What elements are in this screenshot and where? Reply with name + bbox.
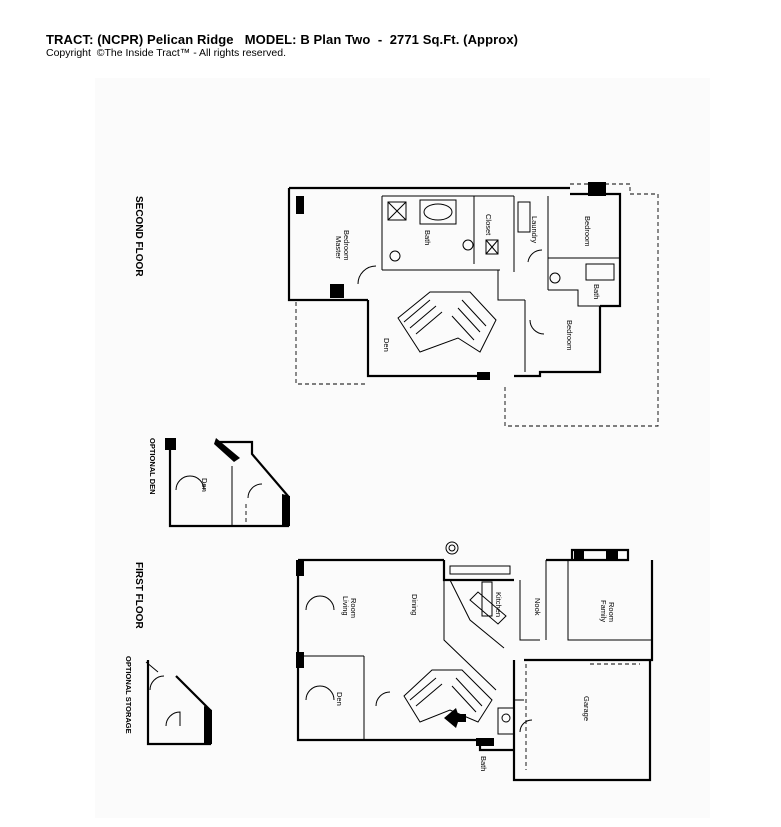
room-master-bath: Bath	[423, 230, 432, 245]
room-family-line1: Family	[599, 600, 608, 622]
room-dining: Dining	[410, 594, 419, 615]
label-second-floor: SECOND FLOOR	[133, 196, 144, 277]
room-master-line2: Bedroom	[342, 230, 351, 260]
first-floor-plan	[296, 541, 654, 782]
room-garage: Garage	[582, 696, 591, 721]
room-master-line1: Master	[334, 236, 343, 259]
room-kitchen: Kitchen	[494, 592, 503, 617]
room-nook: Nook	[533, 598, 542, 616]
room-laundry: Laundry	[530, 216, 539, 243]
room-living-line1: Living	[341, 596, 350, 616]
optional-storage-plan	[145, 660, 212, 746]
room-den-first: Den	[335, 692, 344, 706]
room-bedroom-2: Bedroom	[583, 216, 592, 246]
room-den-upper: Den	[382, 338, 391, 352]
optional-den-plan	[165, 438, 290, 528]
room-den-optional: Den	[200, 478, 209, 492]
room-bath-2: Bath	[592, 284, 601, 299]
label-optional-storage: OPTIONAL STORAGE	[124, 656, 133, 734]
room-closet: Closet	[484, 214, 493, 236]
copyright-notice: Copyright ©The Inside Tract™ - All right…	[46, 47, 286, 59]
floor-plan-sheet	[95, 78, 710, 818]
second-floor-plan	[287, 182, 659, 427]
room-living-line2: Room	[349, 598, 358, 618]
page-title: TRACT: (NCPR) Pelican Ridge MODEL: B Pla…	[46, 32, 519, 47]
room-bedroom-3: Bedroom	[565, 320, 574, 350]
label-optional-den: OPTIONAL DEN	[148, 438, 157, 495]
room-family-line2: Room	[607, 602, 616, 622]
room-bath-first: Bath	[479, 756, 488, 771]
label-first-floor: FIRST FLOOR	[133, 562, 144, 629]
